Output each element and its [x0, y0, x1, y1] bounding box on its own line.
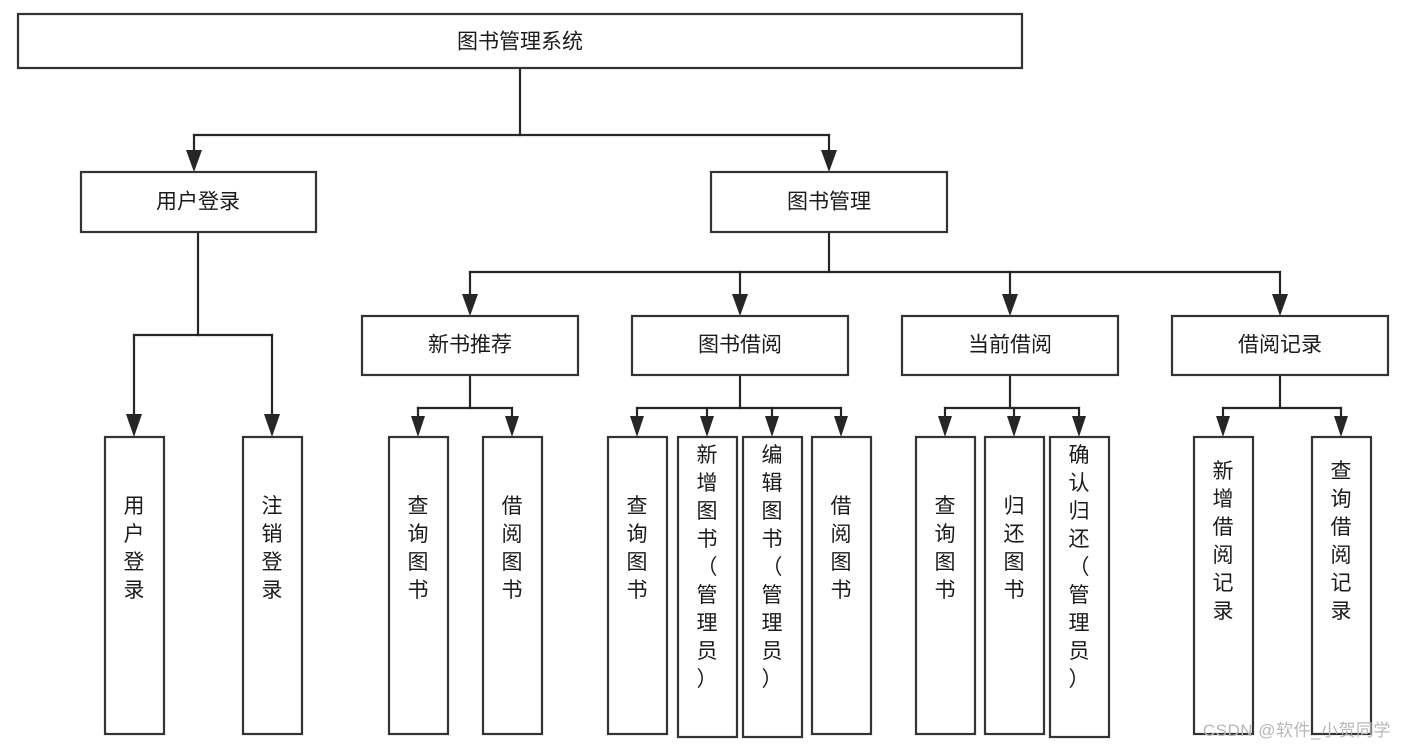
leaf-cb-return-book[interactable]: 归还图书 [983, 435, 1046, 736]
node-book-management-label: 图书管理 [787, 191, 871, 214]
leaf-nb-query-book[interactable]: 查询图书 [387, 435, 450, 736]
node-new-book-recommend-box[interactable] [360, 314, 580, 377]
node-user-login[interactable]: 用户登录 [79, 170, 318, 234]
node-borrow-record[interactable]: 借阅记录 [1170, 314, 1390, 377]
leaf-bb-add-book-box[interactable] [676, 435, 739, 739]
leaf-logout-login-label: 注销登录 [262, 495, 283, 602]
arrow-leaf-nb-borrow [505, 416, 519, 437]
node-book-management-box[interactable] [709, 170, 949, 234]
arrow-to-user-login [186, 150, 202, 172]
leaf-bb-borrow-book[interactable]: 借阅图书 [810, 435, 873, 736]
leaf-bb-borrow-book-box[interactable] [810, 435, 873, 736]
node-current-borrow[interactable]: 当前借阅 [900, 314, 1120, 377]
leaf-cb-query-book-box[interactable] [914, 435, 977, 736]
leaf-cb-return-book-label: 归还图书 [1004, 495, 1025, 602]
node-book-management[interactable]: 图书管理 [709, 170, 949, 234]
leaf-cb-query-book-label: 查询图书 [935, 495, 956, 602]
arrow-leaf-br-add [1216, 416, 1230, 437]
node-user-login-box[interactable] [79, 170, 318, 234]
node-new-book-recommend-label: 新书推荐 [428, 334, 512, 357]
arrow-leaf-cb-confirm [1072, 416, 1086, 437]
arrow-leaf-bb-query [630, 416, 644, 437]
arrow-to-book-mgmt [821, 150, 837, 172]
leaf-nb-query-book-box[interactable] [387, 435, 450, 736]
node-root-label: 图书管理系统 [457, 31, 583, 54]
leaf-br-query-record[interactable]: 查询借阅记录 [1310, 435, 1373, 736]
leaf-nb-borrow-book-label: 借阅图书 [502, 495, 523, 602]
node-book-borrow-box[interactable] [630, 314, 850, 377]
arrow-leaf-bb-add [700, 416, 714, 437]
arrow-leaf-logout [264, 414, 280, 437]
leaf-logout-login[interactable]: 注销登录 [241, 435, 304, 736]
leaf-cb-confirm-return[interactable]: 确认归还（管理员） [1048, 435, 1111, 739]
node-current-borrow-box[interactable] [900, 314, 1120, 377]
node-root-box[interactable] [16, 12, 1024, 70]
leaf-bb-edit-book[interactable]: 编辑图书（管理员） [741, 435, 804, 739]
leaf-br-add-record-label: 新增借阅记录 [1213, 460, 1234, 623]
node-borrow-record-label: 借阅记录 [1238, 334, 1322, 357]
leaf-nb-borrow-book-box[interactable] [481, 435, 544, 736]
leaf-br-add-record-box[interactable] [1192, 435, 1255, 736]
arrow-leaf-br-query [1334, 416, 1348, 437]
arrow-leaf-user-login [126, 414, 142, 437]
node-user-login-label: 用户登录 [156, 191, 240, 214]
leaf-user-login-label: 用户登录 [124, 495, 145, 602]
leaf-bb-edit-book-box[interactable] [741, 435, 804, 739]
leaf-user-login-box[interactable] [103, 435, 166, 736]
leaf-cb-return-book-box[interactable] [983, 435, 1046, 736]
leaf-bb-add-book-label: 新增图书（管理员） [697, 444, 718, 691]
leaf-user-login[interactable]: 用户登录 [103, 435, 166, 736]
leaf-nb-borrow-book[interactable]: 借阅图书 [481, 435, 544, 736]
leaf-br-query-record-label: 查询借阅记录 [1331, 460, 1352, 623]
arrow-to-borrow-record [1272, 294, 1288, 316]
leaf-nb-query-book-label: 查询图书 [408, 495, 429, 602]
arrow-leaf-cb-query [938, 416, 952, 437]
leaf-logout-login-box[interactable] [241, 435, 304, 736]
arrow-to-book-borrow [732, 294, 748, 316]
arrow-leaf-nb-query [411, 416, 425, 437]
node-current-borrow-label: 当前借阅 [968, 334, 1052, 357]
node-book-borrow-label: 图书借阅 [698, 334, 782, 357]
node-new-book-recommend[interactable]: 新书推荐 [360, 314, 580, 377]
arrow-leaf-bb-edit [765, 416, 779, 437]
leaf-cb-confirm-return-label: 确认归还（管理员） [1069, 444, 1090, 691]
leaf-bb-query-book-box[interactable] [606, 435, 669, 736]
leaf-bb-query-book-label: 查询图书 [627, 495, 648, 602]
connector-group [126, 66, 1348, 437]
node-borrow-record-box[interactable] [1170, 314, 1390, 377]
leaf-cb-confirm-return-box[interactable] [1048, 435, 1111, 739]
arrow-to-new-book [462, 294, 478, 316]
arrow-to-current-borrow [1002, 294, 1018, 316]
leaf-br-add-record[interactable]: 新增借阅记录 [1192, 435, 1255, 736]
arrow-leaf-cb-return [1007, 416, 1021, 437]
leaf-bb-query-book[interactable]: 查询图书 [606, 435, 669, 736]
leaf-bb-borrow-book-label: 借阅图书 [831, 495, 852, 602]
leaf-br-query-record-box[interactable] [1310, 435, 1373, 736]
node-book-borrow[interactable]: 图书借阅 [630, 314, 850, 377]
node-root[interactable]: 图书管理系统 [16, 12, 1024, 70]
leaf-cb-query-book[interactable]: 查询图书 [914, 435, 977, 736]
leaf-bb-add-book[interactable]: 新增图书（管理员） [676, 435, 739, 739]
arrow-leaf-bb-borrow [834, 416, 848, 437]
leaf-bb-edit-book-label: 编辑图书（管理员） [762, 444, 783, 691]
